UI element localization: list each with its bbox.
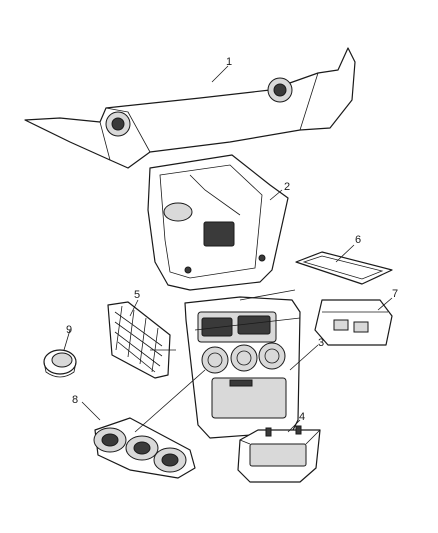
callout-labels: 1 2 3 4 5 6 7 8 9 xyxy=(66,56,398,423)
callout-5: 5 xyxy=(134,289,140,301)
part-4-storage-bin xyxy=(237,425,321,483)
callout-2: 2 xyxy=(284,181,290,193)
callout-8: 8 xyxy=(72,394,78,406)
callout-1: 1 xyxy=(226,56,232,68)
callout-7: 7 xyxy=(392,288,398,300)
part-6-bin-mat xyxy=(295,251,393,285)
callout-6: 6 xyxy=(355,234,361,246)
part-5-storage-net xyxy=(107,301,171,379)
callout-3: 3 xyxy=(318,337,324,349)
part-1-rear-bracket xyxy=(24,47,356,169)
callout-4: 4 xyxy=(299,411,305,423)
part-8-cupholder xyxy=(93,417,196,479)
part-2-console-base xyxy=(147,154,289,291)
part-7-switch-panel xyxy=(314,299,393,346)
callout-9: 9 xyxy=(66,324,72,336)
part-3-console-bezel xyxy=(184,296,301,439)
leader-lines xyxy=(63,65,393,433)
part-9-knob xyxy=(43,349,77,378)
